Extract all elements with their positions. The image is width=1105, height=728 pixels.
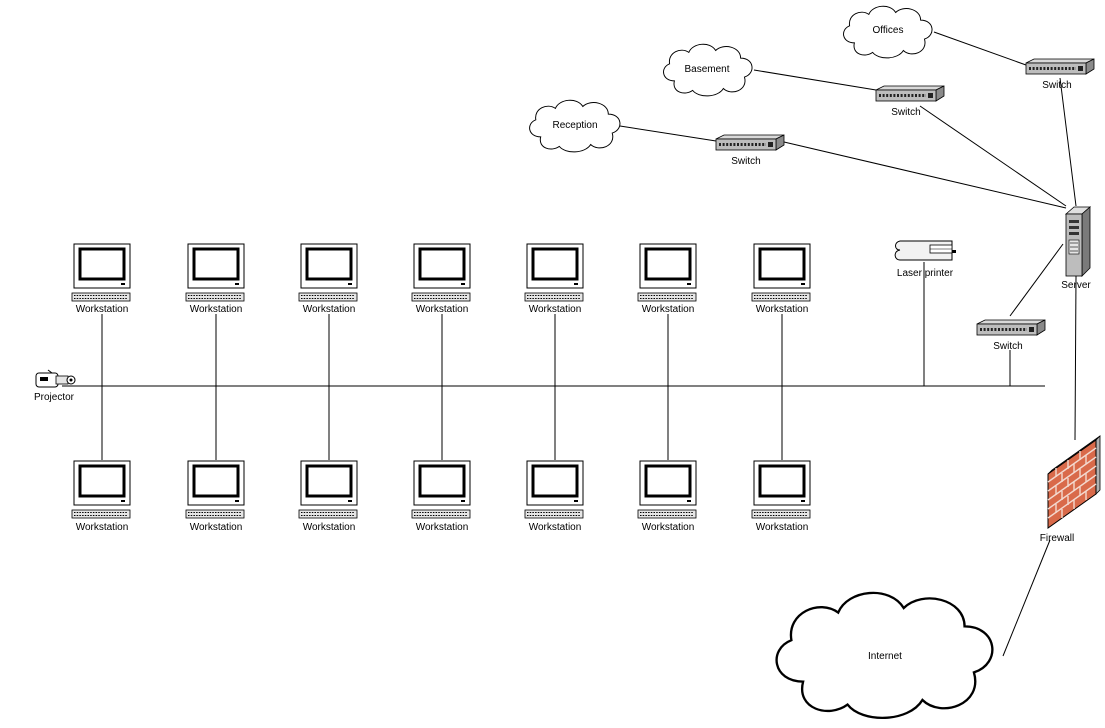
workstation-icon [523,459,585,520]
printer-icon [894,240,956,261]
projector-label: Projector [34,392,75,403]
workstation-icon [636,459,698,520]
workstation-bottom-3[interactable]: Workstation [297,459,359,533]
cloud-basement[interactable]: Basement [663,43,753,97]
workstation-icon [410,459,472,520]
switch-icon [714,133,786,152]
workstation-label: Workstation [303,304,356,315]
workstation-label: Workstation [416,522,469,533]
cloud-label: Internet [868,651,902,662]
switch-basement[interactable]: Switch [874,84,946,118]
cloud-label: Offices [873,25,904,36]
workstation-top-2[interactable]: Workstation [184,242,246,315]
workstation-icon [523,242,585,303]
workstation-label: Workstation [756,304,809,315]
workstation-label: Workstation [76,522,129,533]
workstation-top-3[interactable]: Workstation [297,242,359,315]
workstation-label: Workstation [190,522,243,533]
server-node[interactable]: Server [1061,206,1092,291]
server-icon [1064,206,1092,277]
switch-reception[interactable]: Switch [714,133,786,167]
workstation-row-bottom: Workstation Workstation Workstation Work… [70,459,812,533]
firewall-node[interactable]: Firewall [1040,435,1101,544]
workstation-top-7[interactable]: Workstation [750,242,812,315]
switch-icon [874,84,946,103]
workstation-label: Workstation [416,304,469,315]
workstation-icon [750,242,812,303]
workstation-icon [297,242,359,303]
workstation-row-top: Workstation Workstation Workstation Work… [70,242,812,315]
cloud-reception[interactable]: Reception [529,99,621,153]
workstation-label: Workstation [642,522,695,533]
workstation-icon [750,459,812,520]
workstation-top-4[interactable]: Workstation [410,242,472,315]
switch-icon [1024,57,1096,76]
workstation-top-1[interactable]: Workstation [70,242,132,315]
workstation-bottom-5[interactable]: Workstation [523,459,585,533]
cloud-label: Basement [684,64,729,75]
laser-printer-label: Laser printer [897,268,954,279]
workstation-icon [636,242,698,303]
workstation-label: Workstation [76,304,129,315]
workstation-label: Workstation [190,304,243,315]
workstation-bottom-7[interactable]: Workstation [750,459,812,533]
workstation-icon [70,242,132,303]
switch-label: Switch [1042,80,1071,91]
workstation-bottom-1[interactable]: Workstation [70,459,132,533]
cloud-label: Reception [552,120,597,131]
workstation-bottom-2[interactable]: Workstation [184,459,246,533]
switch-label: Switch [731,156,760,167]
workstation-label: Workstation [529,304,582,315]
switch-offices[interactable]: Switch [1024,57,1096,91]
workstation-icon [297,459,359,520]
firewall-icon [1047,435,1101,529]
switch-lan[interactable]: Switch [975,318,1047,352]
workstation-icon [184,459,246,520]
workstation-bottom-4[interactable]: Workstation [410,459,472,533]
workstation-label: Workstation [642,304,695,315]
workstation-top-5[interactable]: Workstation [523,242,585,315]
workstation-icon [184,242,246,303]
switch-icon [975,318,1047,337]
connection-lines [62,31,1077,657]
projector-node[interactable]: Projector [34,369,76,403]
server-label: Server [1061,280,1091,291]
switch-label: Switch [993,341,1022,352]
projector-icon [35,369,76,388]
workstation-label: Workstation [756,522,809,533]
workstation-label: Workstation [529,522,582,533]
workstation-bottom-6[interactable]: Workstation [636,459,698,533]
cloud-internet[interactable]: Internet [775,591,994,720]
workstation-icon [70,459,132,520]
cloud-offices[interactable]: Offices [843,5,933,59]
laser-printer-node[interactable]: Laser printer [894,240,956,279]
switch-label: Switch [891,107,920,118]
workstation-top-6[interactable]: Workstation [636,242,698,315]
firewall-label: Firewall [1040,533,1074,544]
workstation-icon [410,242,472,303]
workstation-label: Workstation [303,522,356,533]
